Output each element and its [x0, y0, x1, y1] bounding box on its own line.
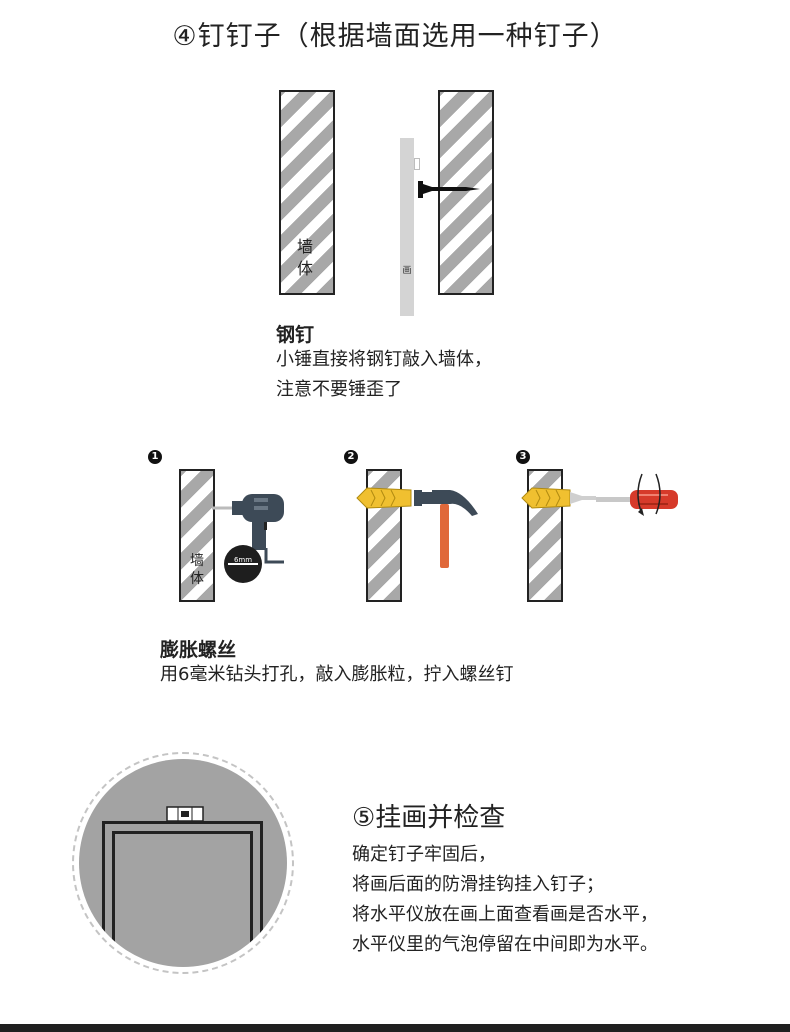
step-1-wall-char-1: 墙 — [190, 553, 204, 569]
hang-line-4: 水平仪里的气泡停留在中间即为水平。 — [352, 934, 658, 955]
wall-left — [279, 90, 335, 295]
picture-frame-outer — [102, 821, 263, 967]
step-1-wall-label: 墙 体 — [181, 552, 213, 588]
hanging-hook — [414, 158, 420, 170]
step-1-wall-char-2: 体 — [190, 571, 204, 587]
hang-line-3: 将水平仪放在画上面查看画是否水平， — [352, 904, 658, 925]
rotate-arrow-icon — [637, 473, 661, 516]
wall-label-left: 墙 体 — [283, 236, 327, 280]
step-1-wall — [179, 469, 215, 602]
section-5-title: ⑤挂画并检查 — [352, 803, 506, 833]
bottom-divider — [0, 1024, 790, 1032]
drill-bit-size: 6mm — [233, 556, 253, 564]
picture-frame-side — [400, 138, 414, 316]
nail-line-2: 注意不要锤歪了 — [276, 379, 402, 400]
level-circle — [79, 759, 287, 967]
step-1-badge: 1 — [148, 450, 162, 464]
nail-line-1: 小锤直接将钢钉敲入墙体， — [276, 349, 492, 370]
drill-bit-badge: 6mm — [224, 545, 262, 583]
wall-label-char-1: 墙 — [296, 237, 313, 256]
anchor-icon — [356, 487, 412, 509]
step-2-badge: 2 — [344, 450, 358, 464]
level-circle-outline — [72, 752, 294, 974]
section-4-title: ④钉钉子（根据墙面选用一种钉子） — [172, 21, 618, 52]
hang-line-2: 将画后面的防滑挂钩挂入钉子； — [352, 874, 604, 895]
wall-right — [438, 90, 494, 295]
picture-label: 画 — [402, 266, 412, 276]
hammer-icon — [414, 490, 478, 568]
hang-line-1: 确定钉子牢固后， — [352, 844, 496, 865]
step-3-badge: 3 — [516, 450, 530, 464]
nail-heading: 钢钉 — [276, 324, 315, 346]
anchor-screw-icon — [521, 487, 596, 509]
spirit-level-icon — [166, 806, 204, 822]
drill-icon — [212, 494, 284, 564]
wall-label-char-2: 体 — [296, 259, 313, 278]
nail-icon — [418, 181, 480, 198]
picture-frame-inner — [112, 831, 253, 967]
expansion-description: 用6毫米钻头打孔，敲入膨胀粒，拧入螺丝钉 — [160, 664, 514, 685]
expansion-heading: 膨胀螺丝 — [160, 639, 237, 661]
screwdriver-icon — [596, 490, 678, 509]
